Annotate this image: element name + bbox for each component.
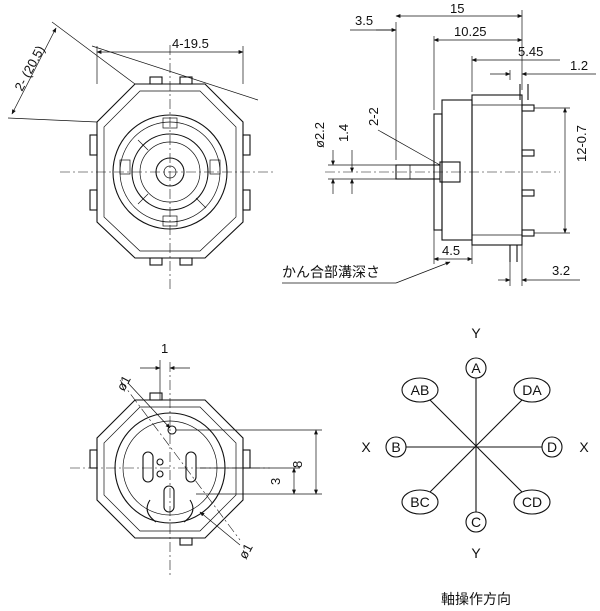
position-ab-label: AB: [411, 382, 430, 398]
position-bc-label: BC: [410, 494, 429, 510]
dim-1-2-label: 1.2: [570, 58, 588, 73]
position-cd-label: CD: [522, 494, 542, 510]
dim-5-45-label: 5.45: [518, 44, 543, 59]
position-d-label: D: [547, 439, 557, 455]
dim-hole-top-label: ø1: [113, 373, 133, 393]
axis-x-right-label: X: [579, 439, 589, 455]
dim-width-label: 4-19.5: [172, 36, 209, 51]
position-da-marker: [513, 377, 551, 403]
bottom-view: 1 ø1 8 3 ø1: [70, 341, 322, 575]
position-a-marker: [465, 357, 487, 379]
position-da-label: DA: [522, 382, 542, 398]
direction-diagram: A C B D AB DA BC CD Y Y X X 軸操作方向: [361, 325, 589, 607]
dim-10-25-label: 10.25: [454, 24, 487, 39]
dim-3-5-label: 3.5: [355, 13, 373, 28]
dim-1-label: 1: [161, 341, 168, 356]
dim-hole-bottom-label: ø1: [235, 541, 255, 561]
side-view: 15 3.5 10.25 5.45 1.2 ø2.2 1.4 2-2 12-0.…: [282, 1, 596, 286]
position-ab-marker: [401, 377, 439, 403]
position-c-label: C: [471, 514, 481, 530]
dim-shaft-dia-label: ø2.2: [312, 122, 327, 148]
position-cd-marker: [513, 489, 551, 515]
position-a-label: A: [471, 360, 481, 376]
position-c-marker: [465, 511, 487, 533]
axis-y-top-label: Y: [471, 325, 481, 341]
groove-depth-note: かん合部溝深さ: [282, 264, 380, 280]
dim-3-2-label: 3.2: [552, 263, 570, 278]
dim-4-5-label: 4.5: [442, 243, 460, 258]
position-bc-marker: [401, 489, 439, 515]
axis-x-left-label: X: [361, 439, 371, 455]
axis-y-bottom-label: Y: [471, 545, 481, 561]
dim-diagonal-label: 2- (20.5): [11, 43, 47, 93]
dim-3-label: 3: [268, 478, 283, 485]
dim-8-label: 8: [290, 461, 305, 468]
position-b-label: B: [391, 439, 400, 455]
dim-15-label: 15: [450, 1, 464, 16]
dim-12-0-7-label: 12-0.7: [574, 125, 589, 162]
position-b-marker: [385, 436, 407, 458]
position-d-marker: [541, 436, 563, 458]
front-view: 2- (20.5) 4-19.5: [7, 21, 275, 290]
dim-2-2-label: 2-2: [366, 107, 381, 126]
direction-caption: 軸操作方向: [441, 591, 511, 607]
dim-1-4-label: 1.4: [336, 124, 351, 142]
